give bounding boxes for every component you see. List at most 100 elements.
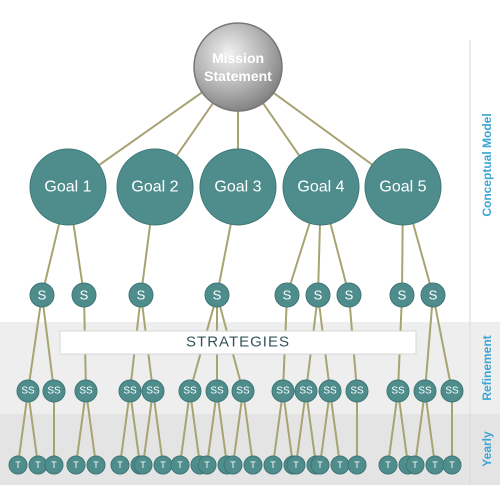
side-label-conceptual: Conceptual Model (480, 113, 494, 216)
substrategy-node: SS (318, 379, 342, 403)
task-node-label: T (270, 460, 276, 470)
substrategy-node: SS (74, 379, 98, 403)
strategy-node-circle (420, 282, 446, 308)
goal-node-2-label: Goal 2 (131, 179, 178, 196)
goal-node-3-circle (199, 148, 277, 226)
strategy-node: S (29, 282, 55, 308)
strategy-node-circle (389, 282, 415, 308)
task-node: T (405, 455, 425, 475)
substrategy-node-circle (178, 379, 202, 403)
substrategy-to-task-link (295, 390, 307, 466)
substrategy-node-circle (318, 379, 342, 403)
task-node-label: T (293, 460, 299, 470)
task-node: T (66, 455, 86, 475)
substrategy-node-label: SS (350, 386, 364, 397)
task-node: T (170, 455, 190, 475)
substrategy-node: SS (42, 379, 66, 403)
strategy-to-substrategy-link (27, 294, 43, 392)
goal-node-2-circle (116, 148, 194, 226)
task-node: T (442, 455, 462, 475)
strategy-node-label: S (38, 288, 47, 303)
task-node: T (110, 455, 130, 475)
task-node: T (286, 455, 306, 475)
task-node: T (28, 455, 48, 475)
task-node-label: T (354, 460, 360, 470)
task-node-circle (378, 455, 398, 475)
substrategy-to-task-link (189, 390, 201, 466)
task-node: T (153, 455, 173, 475)
substrategy-node-circle (231, 379, 255, 403)
strategy-node: S (274, 282, 300, 308)
task-node: T (133, 455, 153, 475)
task-node-label: T (73, 460, 79, 470)
task-node-label: T (250, 460, 256, 470)
strategy-to-substrategy-link (41, 294, 55, 392)
substrategy-node-circle (440, 379, 464, 403)
substrategy-to-task-link (179, 390, 191, 466)
substrategy-to-task-link (216, 390, 228, 466)
goal-node-5: Goal 5 (364, 148, 442, 226)
substrategy-node-label: SS (445, 386, 459, 397)
task-node: T (378, 455, 398, 475)
substrategy-to-task-link (142, 390, 154, 466)
strategy-node-label: S (314, 288, 323, 303)
substrategy-node: SS (231, 379, 255, 403)
substrategy-node-label: SS (123, 386, 137, 397)
task-node-circle (197, 455, 217, 475)
task-node-circle (8, 455, 28, 475)
substrategy-node-circle (16, 379, 40, 403)
mission-label-line1: Mission (212, 50, 264, 66)
strategy-node-circle (29, 282, 55, 308)
substrategy-node: SS (205, 379, 229, 403)
substrategy-node-label: SS (299, 386, 313, 397)
strategy-node: S (336, 282, 362, 308)
task-node-circle (86, 455, 106, 475)
task-node: T (263, 455, 283, 475)
substrategy-to-task-link (232, 390, 244, 466)
goal-node-5-circle (364, 148, 442, 226)
mission-circle (193, 22, 283, 112)
substrategy-node-circle (386, 379, 410, 403)
task-node-circle (110, 455, 130, 475)
goal-node-5-label: Goal 5 (379, 179, 426, 196)
goal-node-1: Goal 1 (29, 148, 107, 226)
task-node-label: T (117, 460, 123, 470)
strategy-node-circle (336, 282, 362, 308)
substrategy-node-circle (294, 379, 318, 403)
substrategy-node: SS (16, 379, 40, 403)
substrategy-to-task-link (27, 390, 39, 466)
substrategy-node-circle (74, 379, 98, 403)
strategy-node-label: S (345, 288, 354, 303)
strategy-node-circle (71, 282, 97, 308)
strategy-node-label: S (283, 288, 292, 303)
strategy-to-substrategy-link (424, 294, 434, 392)
strategy-node: S (204, 282, 230, 308)
substrategy-to-task-link (282, 390, 294, 466)
task-node-label: T (51, 460, 57, 470)
substrategy-to-task-link (152, 390, 164, 466)
substrategy-node: SS (118, 379, 142, 403)
goal-node-4: Goal 4 (282, 148, 360, 226)
substrategy-node: SS (271, 379, 295, 403)
task-node: T (86, 455, 106, 475)
substrategy-to-task-link (75, 390, 87, 466)
side-label-refinement: Refinement (480, 335, 494, 400)
substrategy-node: SS (413, 379, 437, 403)
substrategy-node: SS (294, 379, 318, 403)
substrategy-node-label: SS (418, 386, 432, 397)
substrategy-node-label: SS (47, 386, 61, 397)
task-node: T (243, 455, 263, 475)
substrategy-node-label: SS (323, 386, 337, 397)
task-node-circle (44, 455, 64, 475)
substrategy-to-task-link (329, 390, 341, 466)
goal-node-4-circle (282, 148, 360, 226)
strategies-banner-label: STRATEGIES (186, 334, 290, 351)
substrategy-node-label: SS (146, 386, 160, 397)
goal-node-1-label: Goal 1 (44, 179, 91, 196)
strategy-node-circle (274, 282, 300, 308)
substrategy-node: SS (386, 379, 410, 403)
task-node-label: T (230, 460, 236, 470)
strategy-node-label: S (429, 288, 438, 303)
